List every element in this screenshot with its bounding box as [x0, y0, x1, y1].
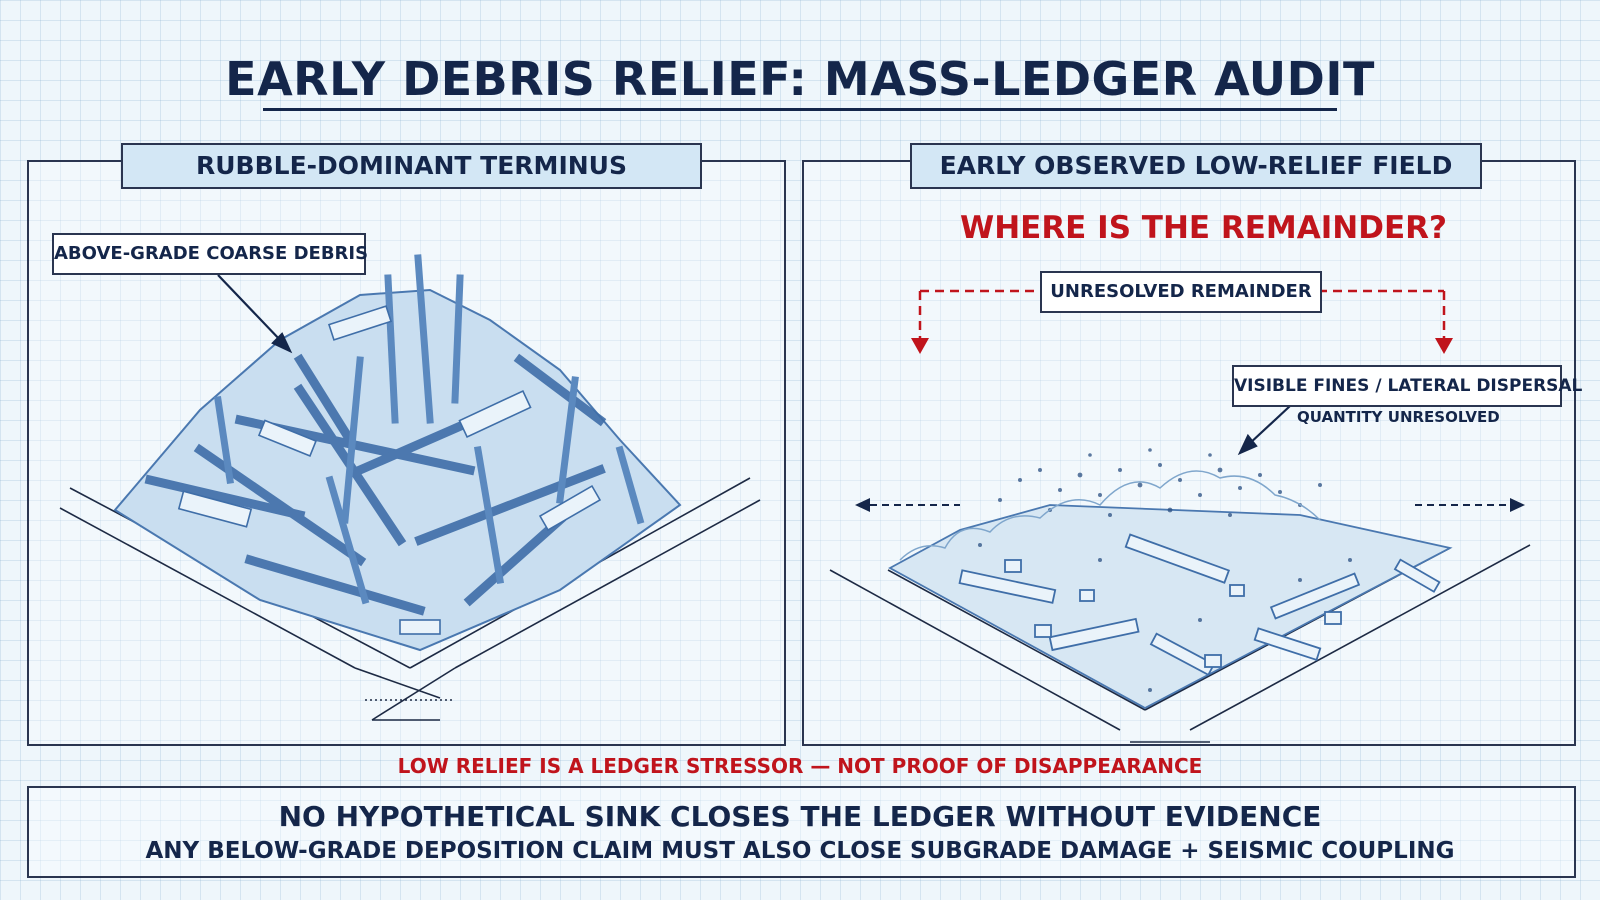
page-title: EARLY DEBRIS RELIEF: MASS-LEDGER AUDIT — [225, 52, 1375, 106]
dashed-bracket-icon — [918, 289, 1446, 340]
title-underline — [263, 108, 1337, 111]
conclusion-box — [27, 786, 1576, 878]
coarse-debris-callout: ABOVE-GRADE COARSE DEBRIS — [52, 233, 368, 275]
conclusion-line-1: NO HYPOTHETICAL SINK CLOSES THE LEDGER W… — [278, 800, 1322, 833]
arrow-pointer-icon — [217, 274, 293, 354]
fines-dispersal-label: VISIBLE FINES / LATERAL DISPERSAL — [1232, 365, 1582, 407]
right-panel-heading: EARLY OBSERVED LOW-RELIEF FIELD — [910, 143, 1482, 189]
ledger-stressor-note: LOW RELIEF IS A LEDGER STRESSOR — NOT PR… — [397, 754, 1203, 778]
unresolved-remainder-label: UNRESOLVED REMAINDER — [1040, 271, 1322, 313]
fines-arrow-icon — [1237, 405, 1291, 456]
conclusion-line-2: ANY BELOW-GRADE DEPOSITION CLAIM MUST AL… — [145, 838, 1455, 864]
quantity-unresolved-note: QUANTITY UNRESOLVED — [1297, 408, 1500, 426]
remainder-question: WHERE IS THE REMAINDER? — [960, 210, 1447, 246]
left-panel-heading: RUBBLE-DOMINANT TERMINUS — [121, 143, 702, 189]
rubble-pile — [113, 254, 682, 652]
low-relief-field — [888, 448, 1453, 710]
bracket-arrowheads — [911, 338, 1453, 354]
